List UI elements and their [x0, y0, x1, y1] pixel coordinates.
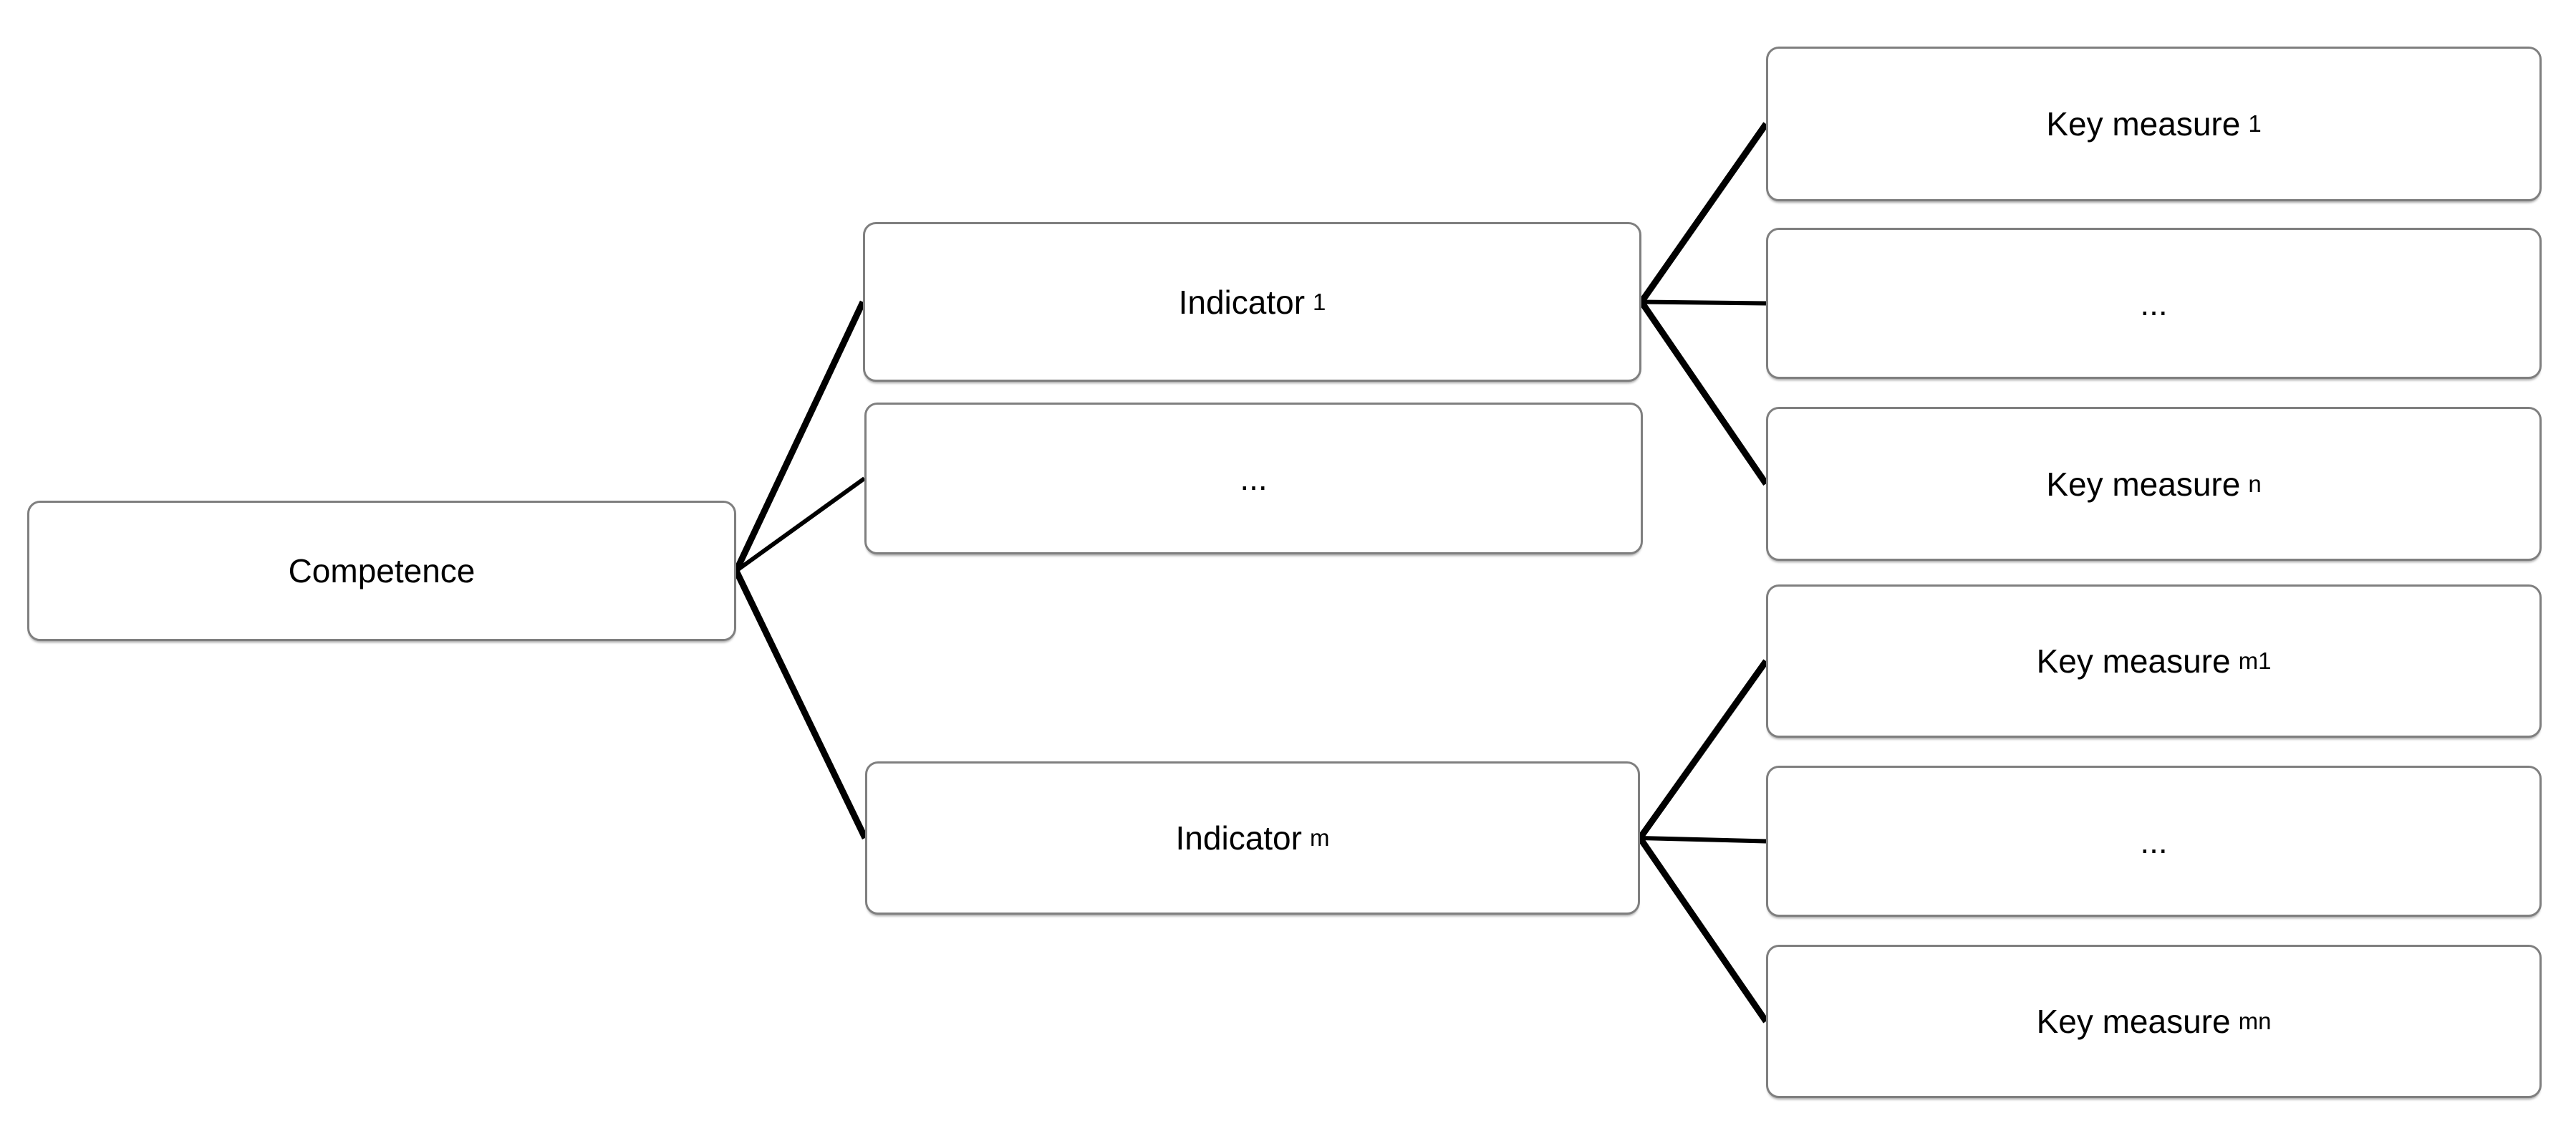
node-key-measure-m1: Key measure m1 — [1766, 584, 2542, 738]
node-label: Competence — [288, 552, 476, 589]
node-key-measure-n: Key measure n — [1766, 407, 2542, 561]
connector-line — [1639, 299, 1769, 486]
node-label-subscript: 1 — [2248, 110, 2262, 137]
node-label: Indicator — [1175, 819, 1302, 857]
node-label: Indicator — [1178, 283, 1306, 321]
node-key-measure-1: Key measure 1 — [1766, 47, 2542, 201]
connector-line — [1641, 299, 1767, 306]
connector-line — [733, 569, 869, 839]
connector-line — [1639, 836, 1767, 844]
node-competence: Competence — [27, 501, 736, 641]
connector-line — [733, 300, 867, 572]
node-key-measure-ellipsis-top: ... — [1766, 228, 2542, 379]
node-label-subscript: 1 — [1313, 288, 1326, 315]
node-label: Key measure — [2046, 105, 2241, 143]
node-indicator-ellipsis: ... — [864, 403, 1643, 554]
node-label-subscript: m1 — [2238, 647, 2272, 674]
node-label-subscript: mn — [2238, 1008, 2272, 1034]
connector-line — [1637, 836, 1769, 1024]
node-key-measure-mn: Key measure mn — [1766, 945, 2542, 1098]
node-label: ... — [1240, 460, 1268, 497]
connector-line — [735, 476, 866, 573]
node-key-measure-ellipsis-bottom: ... — [1766, 766, 2542, 917]
node-label-subscript: n — [2248, 470, 2262, 497]
connector-line — [1639, 122, 1769, 304]
node-label: Key measure — [2036, 642, 2231, 680]
node-indicator-m: Indicator m — [865, 761, 1640, 915]
node-indicator-1: Indicator 1 — [863, 222, 1641, 382]
connector-line — [1637, 659, 1769, 840]
node-label: Key measure — [2046, 465, 2241, 503]
node-label-subscript: m — [1309, 824, 1330, 851]
node-label: ... — [2140, 822, 2168, 860]
node-label: ... — [2140, 284, 2168, 322]
node-label: Key measure — [2036, 1003, 2231, 1040]
